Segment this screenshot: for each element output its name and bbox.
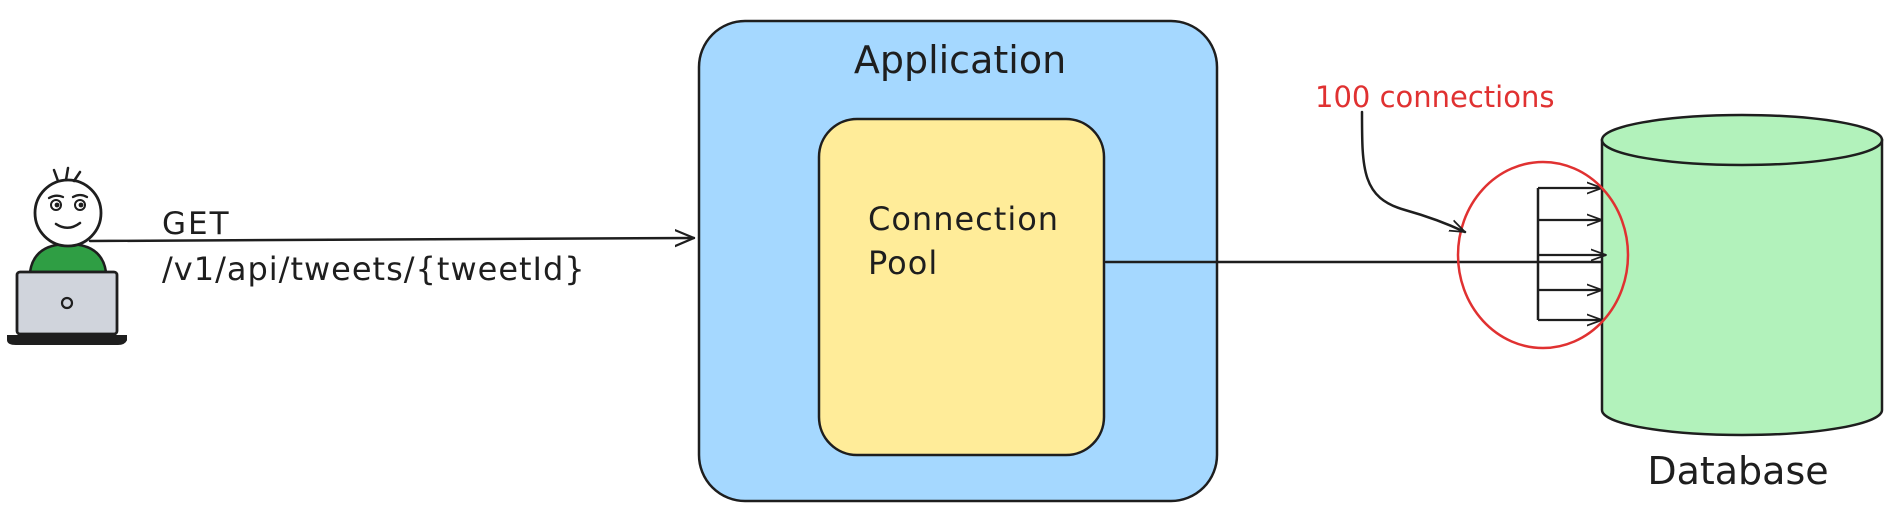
- connection-pool-label-line1: Connection: [868, 200, 1059, 238]
- user-body: [28, 242, 108, 274]
- connection-arrows: [1536, 188, 1606, 320]
- user-head: [33, 178, 103, 248]
- database-body: [1600, 138, 1884, 437]
- annotation-text: 100 connections: [1315, 80, 1554, 114]
- database-top: [1600, 113, 1884, 167]
- laptop-icon: [15, 270, 119, 336]
- connection-pool-box: [817, 117, 1106, 457]
- connection-pool-label-line2: Pool: [868, 244, 938, 282]
- user-with-laptop-icon: [7, 166, 127, 345]
- annotation-arrow: [1360, 110, 1467, 234]
- database-cylinder-icon: [1600, 113, 1884, 437]
- request-method: GET: [162, 206, 231, 242]
- request-path: /v1/api/tweets/{tweetId}: [162, 250, 586, 288]
- application-title: Application: [854, 38, 1066, 82]
- database-label: Database: [1647, 449, 1828, 493]
- request-arrow: [88, 238, 696, 241]
- highlight-circle: [1456, 160, 1630, 350]
